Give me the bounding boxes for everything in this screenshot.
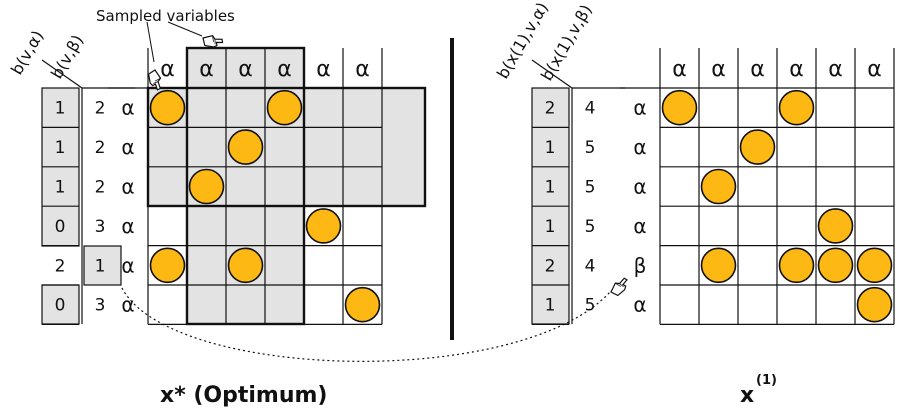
dot xyxy=(778,247,815,284)
row-label: α xyxy=(121,214,134,238)
column-label: α xyxy=(238,57,253,82)
dot xyxy=(149,89,186,126)
right-caption-base: x xyxy=(740,383,754,408)
dot xyxy=(817,247,854,284)
dot xyxy=(661,89,698,126)
row-label: α xyxy=(633,175,646,199)
row-label: α xyxy=(121,175,134,199)
b-beta-value: 2 xyxy=(95,99,106,119)
left-dots xyxy=(149,89,381,323)
b-alpha-value: 1 xyxy=(55,138,66,158)
dotted-connector xyxy=(121,287,611,362)
column-label: α xyxy=(199,57,214,82)
b-beta-value: 5 xyxy=(585,296,596,316)
dot xyxy=(700,168,737,205)
b-beta-value: 5 xyxy=(585,217,596,237)
sampled-variables-label: Sampled variables xyxy=(96,7,235,25)
right-dots xyxy=(661,89,893,323)
annotation-leader-1 xyxy=(167,21,203,37)
b-alpha-value: 1 xyxy=(55,178,66,198)
b-beta-box xyxy=(83,245,122,286)
b-beta-value: 4 xyxy=(585,99,596,119)
dot xyxy=(149,247,186,284)
b-alpha-value: 1 xyxy=(545,217,556,237)
column-label: α xyxy=(789,57,804,82)
b-alpha-value: 1 xyxy=(545,138,556,158)
column-label: α xyxy=(828,57,843,82)
dot xyxy=(856,247,893,284)
dot xyxy=(227,247,264,284)
b-beta-value: 2 xyxy=(95,138,106,158)
dot xyxy=(856,286,893,323)
b-alpha-value: 1 xyxy=(55,99,66,119)
row-label: α xyxy=(121,293,134,317)
b-alpha-value: 0 xyxy=(55,217,66,237)
left-b-beta-highlight xyxy=(84,246,121,285)
column-label: α xyxy=(867,57,882,82)
column-label: α xyxy=(355,57,370,82)
right-header-divider xyxy=(531,59,573,89)
b-beta-value: 5 xyxy=(585,138,596,158)
column-label: α xyxy=(316,57,331,82)
row-label: α xyxy=(633,293,646,317)
right-grid xyxy=(620,48,895,325)
right-caption-superscript: (1) xyxy=(756,373,777,388)
b-beta-value: 5 xyxy=(585,178,596,198)
dot xyxy=(778,89,815,126)
b-alpha-value: 1 xyxy=(545,178,556,198)
left-header-b-alpha: b(v,α) xyxy=(7,27,47,78)
b-alpha-box xyxy=(531,87,570,325)
left-sampled-rows-outline xyxy=(146,86,427,208)
left-b-alpha-row6-shade xyxy=(42,285,79,324)
row-label: α xyxy=(121,253,134,277)
row-label: α xyxy=(633,96,646,120)
left-b-values: 1 2 1 2 1 2 0 3 2 1 0 3 xyxy=(41,87,122,325)
dot xyxy=(188,168,225,205)
b-beta-value: 4 xyxy=(585,256,596,276)
column-label: α xyxy=(711,57,726,82)
column-label: α xyxy=(750,57,765,82)
b-alpha-value: 2 xyxy=(545,99,556,119)
b-alpha-value: 2 xyxy=(55,256,66,276)
b-alpha-value: 1 xyxy=(545,296,556,316)
dot xyxy=(266,89,303,126)
annotation-leader-2 xyxy=(146,21,155,63)
right-b-values: 2 4 1 5 1 5 1 5 2 4 1 5 xyxy=(531,87,596,325)
row-label: α xyxy=(121,96,134,120)
dot xyxy=(305,208,342,244)
left-header-b-beta: b(v,β) xyxy=(47,31,87,82)
b-beta-value: 2 xyxy=(95,178,106,198)
left-sampled-columns-outline xyxy=(185,46,306,326)
column-label: α xyxy=(160,57,175,82)
row-label: α xyxy=(633,135,646,159)
dot xyxy=(344,286,381,323)
b-alpha-box xyxy=(41,87,80,247)
b-beta-value: 3 xyxy=(95,296,106,316)
dot xyxy=(700,247,737,284)
row-label: α xyxy=(121,135,134,159)
b-alpha-value: 2 xyxy=(545,256,556,276)
dot xyxy=(227,129,264,165)
column-label: α xyxy=(277,57,292,82)
row-label: β xyxy=(634,253,647,277)
left-caption: x* (Optimum) xyxy=(160,383,327,408)
hand-pointer-icon-3 xyxy=(607,275,632,298)
b-alpha-box-row6 xyxy=(41,284,80,325)
b-alpha-value: 0 xyxy=(55,296,66,316)
dot xyxy=(739,129,776,165)
column-label: α xyxy=(672,57,687,82)
b-beta-value: 3 xyxy=(95,217,106,237)
b-beta-value: 1 xyxy=(95,256,106,276)
row-label: α xyxy=(633,214,646,238)
dot xyxy=(817,208,854,244)
left-header-divider xyxy=(41,59,83,89)
hand-pointer-icon xyxy=(201,33,224,49)
